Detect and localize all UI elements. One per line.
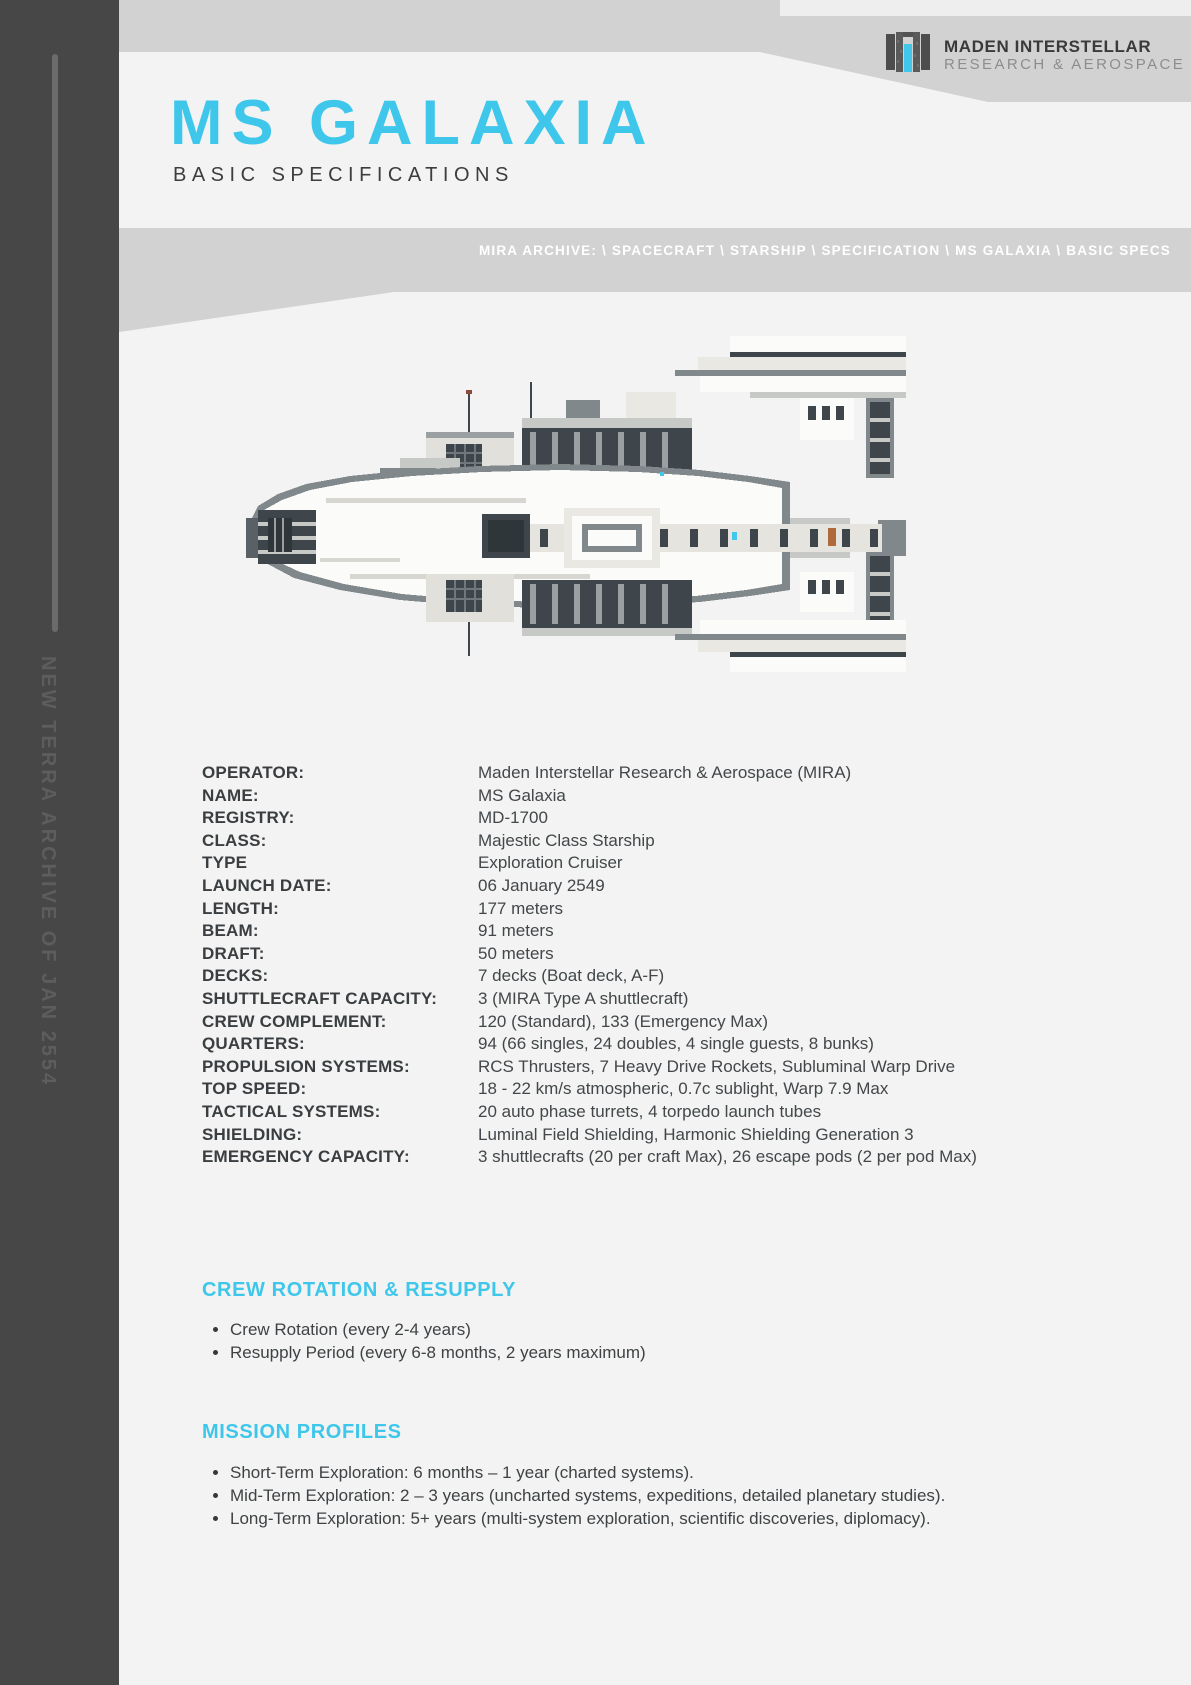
spec-value: 7 decks (Boat deck, A-F) bbox=[478, 966, 665, 986]
spec-value: Majestic Class Starship bbox=[478, 830, 655, 850]
spec-value: Exploration Cruiser bbox=[478, 853, 623, 873]
table-row: SHUTTLECRAFT CAPACITY: 3 (MIRA Type A shu… bbox=[202, 988, 1152, 1011]
spec-label: REGISTRY: bbox=[202, 808, 295, 828]
spec-value: MD-1700 bbox=[478, 808, 548, 828]
spec-value: MS Galaxia bbox=[478, 785, 566, 805]
table-row: TOP SPEED: 18 - 22 km/s atmospheric, 0.7c… bbox=[202, 1078, 1152, 1101]
spec-value: 177 meters bbox=[478, 898, 564, 918]
table-row: LAUNCH DATE: 06 January 2549 bbox=[202, 875, 1152, 898]
spec-label: NAME: bbox=[202, 785, 259, 805]
sidebar-accent-line bbox=[52, 54, 58, 632]
table-row: PROPULSION SYSTEMS: RCS Thrusters, 7 Heav… bbox=[202, 1056, 1152, 1079]
page-subtitle: BASIC SPECIFICATIONS bbox=[173, 164, 514, 186]
spec-value: 3 shuttlecrafts (20 per craft Max), 26 e… bbox=[478, 1147, 977, 1167]
table-row: SHIELDING: Luminal Field Shielding, Harmo… bbox=[202, 1124, 1152, 1147]
spec-value: RCS Thrusters, 7 Heavy Drive Rockets, Su… bbox=[478, 1056, 956, 1076]
spec-label: EMERGENCY CAPACITY: bbox=[202, 1147, 410, 1167]
spec-label: TYPE bbox=[202, 853, 248, 873]
spec-label: TACTICAL SYSTEMS: bbox=[202, 1101, 381, 1121]
mira-logo: MADEN INTERSTELLAR RESEARCH & AEROSPACE bbox=[886, 32, 1185, 77]
table-row: CLASS: Majestic Class Starship bbox=[202, 830, 1152, 853]
spec-value: 120 (Standard), 133 (Emergency Max) bbox=[478, 1011, 769, 1031]
section-heading-crew-rotation: CREW ROTATION & RESUPPLY bbox=[202, 1279, 517, 1301]
mission-profiles-list: Short-Term Exploration: 6 months – 1 yea… bbox=[202, 1461, 945, 1530]
table-row: TYPE Exploration Cruiser bbox=[202, 852, 1152, 875]
spec-value: Maden Interstellar Research & Aerospace … bbox=[478, 763, 852, 782]
spec-value: 50 meters bbox=[478, 943, 554, 963]
spec-value: 20 auto phase turrets, 4 torpedo launch … bbox=[478, 1101, 822, 1121]
sidebar-vertical-text: NEW TERRA ARCHIVE OF JAN 2554 bbox=[37, 656, 59, 1088]
spec-label: CREW COMPLEMENT: bbox=[202, 1011, 387, 1031]
spec-label: CLASS: bbox=[202, 830, 267, 850]
section-heading-mission-profiles: MISSION PROFILES bbox=[202, 1421, 402, 1443]
spec-label: OPERATOR: bbox=[202, 763, 305, 782]
list-item: Short-Term Exploration: 6 months – 1 yea… bbox=[202, 1461, 945, 1484]
spec-label: DRAFT: bbox=[202, 943, 265, 963]
table-row: REGISTRY: MD-1700 bbox=[202, 807, 1152, 830]
spec-label: PROPULSION SYSTEMS: bbox=[202, 1056, 410, 1076]
spec-label: DECKS: bbox=[202, 966, 269, 986]
table-row: NAME: MS Galaxia bbox=[202, 785, 1152, 808]
spec-label: BEAM: bbox=[202, 921, 259, 941]
spec-label: TOP SPEED: bbox=[202, 1079, 307, 1099]
list-item: Crew Rotation (every 2-4 years) bbox=[202, 1318, 646, 1341]
spec-label: SHIELDING: bbox=[202, 1124, 303, 1144]
breadcrumb: MIRA ARCHIVE: \ SPACECRAFT \ STARSHIP \ … bbox=[478, 243, 1171, 258]
breadcrumb-band bbox=[119, 228, 1191, 292]
spec-label: QUARTERS: bbox=[202, 1034, 305, 1054]
table-row: BEAM: 91 meters bbox=[202, 920, 1152, 943]
header-band-corner bbox=[780, 0, 1191, 16]
spec-table: OPERATOR: Maden Interstellar Research & A… bbox=[202, 762, 1152, 1169]
spec-value: 06 January 2549 bbox=[478, 875, 605, 895]
spec-value: Luminal Field Shielding, Harmonic Shield… bbox=[478, 1124, 914, 1144]
spec-label: SHUTTLECRAFT CAPACITY: bbox=[202, 988, 438, 1008]
table-row: DECKS: 7 decks (Boat deck, A-F) bbox=[202, 965, 1152, 988]
crew-rotation-list: Crew Rotation (every 2-4 years) Resupply… bbox=[202, 1318, 646, 1364]
ship-illustration bbox=[230, 322, 906, 690]
spec-label: LAUNCH DATE: bbox=[202, 875, 332, 895]
table-row: LENGTH: 177 meters bbox=[202, 898, 1152, 921]
table-row: DRAFT: 50 meters bbox=[202, 943, 1152, 966]
spec-value: 91 meters bbox=[478, 921, 554, 941]
spec-value: 18 - 22 km/s atmospheric, 0.7c sublight,… bbox=[478, 1079, 889, 1099]
sidebar: NEW TERRA ARCHIVE OF JAN 2554 bbox=[0, 0, 119, 1685]
list-item: Mid-Term Exploration: 2 – 3 years (uncha… bbox=[202, 1484, 945, 1507]
logo-tagline: RESEARCH & AEROSPACE bbox=[944, 55, 1186, 73]
table-row: CREW COMPLEMENT: 120 (Standard), 133 (Eme… bbox=[202, 1011, 1152, 1034]
logo-name: MADEN INTERSTELLAR bbox=[944, 36, 1152, 56]
spec-value: 3 (MIRA Type A shuttlecraft) bbox=[478, 988, 689, 1008]
list-item: Resupply Period (every 6-8 months, 2 yea… bbox=[202, 1341, 646, 1364]
list-item: Long-Term Exploration: 5+ years (multi-s… bbox=[202, 1507, 945, 1530]
table-row: TACTICAL SYSTEMS: 20 auto phase turrets, … bbox=[202, 1101, 1152, 1124]
mira-logo-icon bbox=[886, 32, 930, 77]
table-row: EMERGENCY CAPACITY: 3 shuttlecrafts (20 p… bbox=[202, 1146, 1152, 1169]
table-row: QUARTERS: 94 (66 singles, 24 doubles, 4 s… bbox=[202, 1033, 1152, 1056]
spec-label: LENGTH: bbox=[202, 898, 279, 918]
mira-logo-text: MADEN INTERSTELLAR RESEARCH & AEROSPACE bbox=[944, 37, 1185, 73]
page-title: MS GALAXIA bbox=[170, 88, 656, 158]
spec-value: 94 (66 singles, 24 doubles, 4 single gue… bbox=[478, 1034, 874, 1054]
table-row: OPERATOR: Maden Interstellar Research & A… bbox=[202, 762, 1152, 785]
